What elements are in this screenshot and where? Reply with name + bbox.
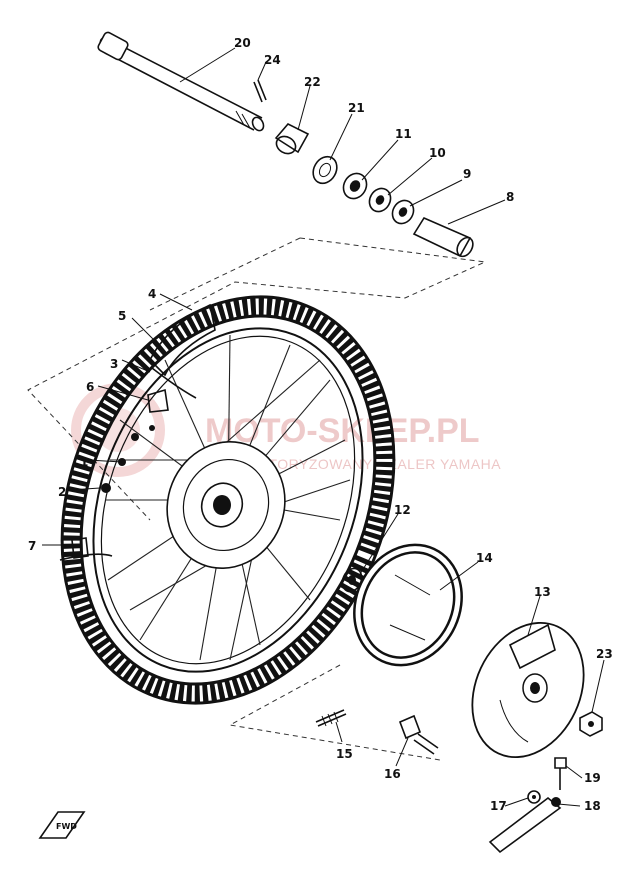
brake-shoe-plate (471, 621, 585, 759)
callout-17: 17 (490, 799, 507, 813)
callout-4: 4 (148, 287, 156, 301)
front-axle (97, 31, 265, 132)
callout-3: 3 (110, 357, 118, 371)
lever-bolt (554, 757, 567, 790)
callout-5: 5 (118, 309, 126, 323)
callout-21: 21 (348, 101, 365, 115)
callout-18: 18 (584, 799, 601, 813)
wheel-hub (166, 441, 286, 569)
callout-20: 20 (234, 36, 251, 50)
collar (274, 123, 310, 155)
camshaft (398, 714, 439, 755)
lever-nut (527, 790, 541, 804)
callout-15: 15 (336, 747, 353, 761)
axle-nut (579, 711, 603, 737)
callout-6: 6 (86, 380, 94, 394)
callout-numbers: 20 24 22 21 11 10 9 8 4 5 3 6 1 2 7 12 1… (28, 36, 613, 813)
leader-lines (42, 47, 605, 807)
callout-7: 7 (28, 539, 36, 553)
callout-19: 19 (584, 771, 601, 785)
callout-2: 2 (58, 485, 66, 499)
return-spring (315, 709, 347, 727)
callout-1: 1 (80, 455, 88, 469)
callout-22: 22 (304, 75, 321, 89)
forward-direction-indicator: FWD (38, 811, 86, 839)
bearing-left (342, 172, 368, 200)
cotter-pin (253, 79, 267, 103)
callout-16: 16 (384, 767, 401, 781)
fwd-label: FWD (56, 822, 77, 831)
callout-13: 13 (534, 585, 551, 599)
callout-12: 12 (394, 503, 411, 517)
spacer-flange (368, 187, 392, 213)
callout-8: 8 (506, 190, 514, 204)
callout-9: 9 (463, 167, 471, 181)
bearing-right (391, 199, 415, 225)
callout-11: 11 (395, 127, 412, 141)
valve-cap (59, 537, 113, 561)
assembly-dashed-outline (27, 237, 487, 761)
callout-23: 23 (596, 647, 613, 661)
rim-band-and-tube (147, 303, 216, 413)
callout-14: 14 (476, 551, 493, 565)
brake-shoes (353, 543, 463, 667)
oil-seal (312, 155, 338, 185)
tire (60, 295, 396, 705)
spacer-tube (412, 216, 474, 258)
callout-24: 24 (264, 53, 281, 67)
callout-10: 10 (429, 146, 446, 160)
